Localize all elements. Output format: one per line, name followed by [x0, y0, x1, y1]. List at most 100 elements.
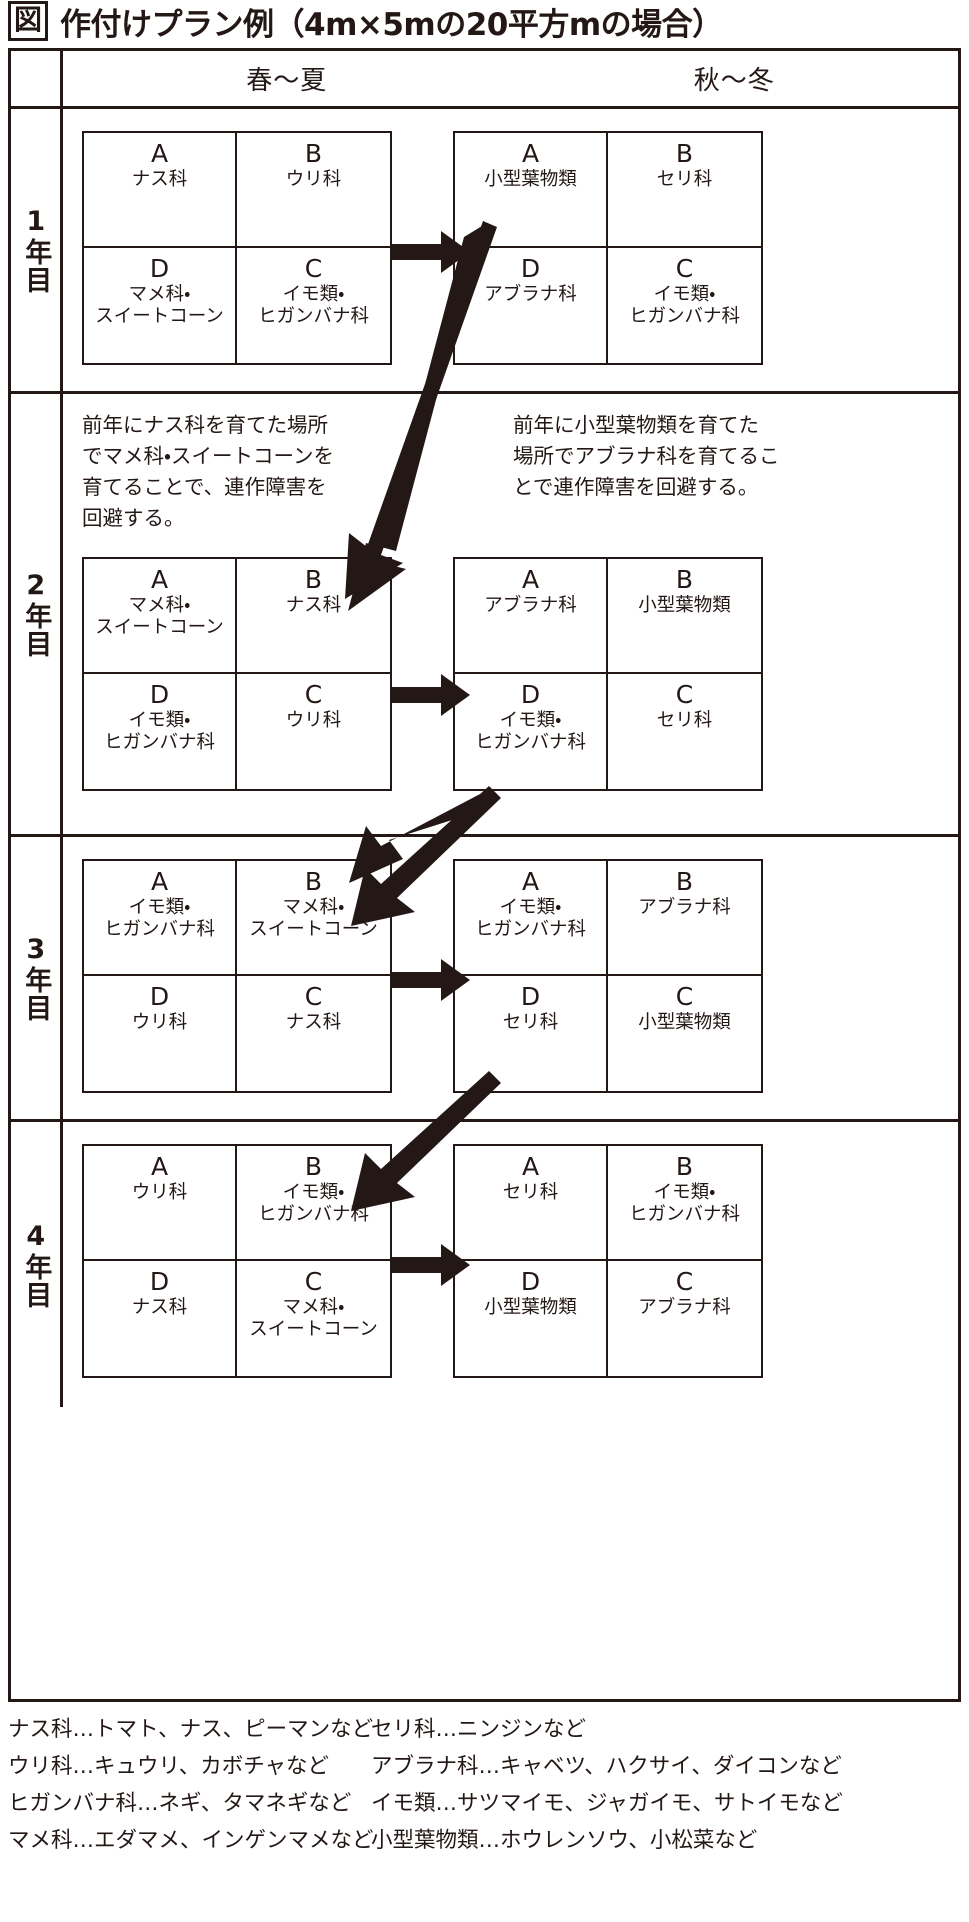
figure-title-row: 図 作付けプラン例（4m×5mの20平方mの場合） — [0, 0, 969, 44]
year-row-2: 2年目 前年にナス科を育てた場所 でマメ科・スイートコーンを 育てることで、連作… — [11, 394, 958, 837]
column-header-autumn-winter: 秋〜冬 — [693, 66, 775, 96]
plot-cell: C アブラナ科 — [608, 1261, 761, 1376]
plot-letter: C — [675, 982, 694, 1011]
note-line: 回避する。 — [82, 506, 185, 531]
legend-item: ヒガンバナ科…ネギ、タマネギなど — [8, 1790, 352, 1816]
plot-crop: ウリ科 — [285, 169, 342, 190]
plot-cell: D ナス科 — [84, 1261, 237, 1376]
plot-cell: A ウリ科 — [84, 1146, 237, 1261]
plot-cell: A マメ科・ スイートコーン — [84, 558, 237, 674]
plot-cell: B 小型葉物類 — [608, 559, 761, 674]
plot-cell: A アブラナ科 — [455, 558, 608, 674]
plot-cell: B アブラナ科 — [608, 861, 761, 976]
plot-crop: イモ類・ ヒガンバナ科 — [257, 284, 369, 328]
plot-crop: アブラナ科 — [484, 594, 577, 616]
year-label-3: 3年目 — [11, 837, 63, 1119]
plot-crop: セリ科 — [656, 169, 713, 190]
plot-pair-2: A マメ科・ スイートコーン B ナス科 D イモ類・ ヒガンバナ科 C ウリ科 — [63, 535, 958, 791]
plot-cell: D イモ類・ ヒガンバナ科 — [455, 673, 608, 789]
plot-crop: 小型葉物類 — [484, 1297, 577, 1318]
plot-cell: A イモ類・ ヒガンバナ科 — [455, 861, 608, 976]
legend-item: セリ科…ニンジンなど — [371, 1717, 587, 1742]
plot-letter: B — [304, 139, 323, 168]
plot-crop: イモ類・ ヒガンバナ科 — [103, 897, 215, 941]
plot-crop: マメ科・ スイートコーン — [95, 284, 224, 328]
plot-crop: イモ類・ ヒガンバナ科 — [474, 709, 586, 753]
plot-letter: D — [520, 254, 541, 283]
plot-crop: イモ類・ ヒガンバナ科 — [474, 897, 586, 941]
plot-letter: B — [675, 867, 694, 896]
plot-crop: イモ類・ ヒガンバナ科 — [103, 709, 215, 753]
table-header-row: 春〜夏 秋〜冬 — [11, 51, 958, 109]
note-line: 育てることで、連作障害を — [82, 475, 327, 500]
page-title: 作付けプラン例（4m×5mの20平方mの場合） — [60, 6, 723, 43]
plot-pair-1: A ナス科 B ウリ科 D マメ科・ スイートコーン C イモ類・ ヒガンバナ科 — [63, 109, 958, 365]
note-line: とで連作障害を回避する。 — [513, 475, 759, 500]
plot-cell: B マメ科・ スイートコーン — [237, 861, 390, 976]
plot-letter: A — [521, 139, 540, 168]
plot-grid-year1-autumn-winter: A 小型葉物類 B セリ科 D アブラナ科 C イモ類・ ヒガンバナ科 — [453, 131, 763, 365]
plot-crop: イモ類・ ヒガンバナ科 — [257, 1182, 369, 1226]
plot-cell: C マメ科・ スイートコーン — [237, 1261, 390, 1376]
year-label-2: 2年目 — [11, 394, 63, 834]
plot-crop: 小型葉物類 — [638, 1012, 731, 1033]
legend-item: ナス科…トマト、ナス、ピーマンなど — [8, 1717, 374, 1742]
year-label-1: 1年目 — [11, 109, 63, 391]
plot-letter: A — [150, 564, 169, 594]
plot-letter: B — [304, 564, 323, 594]
plot-pair-4: A ウリ科 B イモ類・ ヒガンバナ科 D ナス科 C マメ科・ スイートコーン — [63, 1122, 958, 1378]
plot-crop: ナス科 — [131, 169, 188, 190]
year2-notes: 前年にナス科を育てた場所 でマメ科・スイートコーンを 育てることで、連作障害を … — [63, 394, 958, 535]
plot-letter: A — [521, 1152, 540, 1181]
legend-item: ウリ科…キュウリ、カボチャなど — [8, 1753, 329, 1779]
column-header-spring-summer: 春〜夏 — [246, 66, 328, 96]
plot-cell: D セリ科 — [455, 976, 608, 1091]
plot-crop: マメ科・ スイートコーン — [249, 1297, 378, 1341]
plot-crop: 小型葉物類 — [638, 594, 731, 616]
year-body-1: A ナス科 B ウリ科 D マメ科・ スイートコーン C イモ類・ ヒガンバナ科 — [63, 109, 958, 391]
plot-cell: D アブラナ科 — [455, 248, 608, 363]
plot-letter: C — [304, 982, 323, 1011]
legend-column-right: セリ科…ニンジンなど アブラナ科…キャベツ、ハクサイ、ダイコンなど イモ類…サツ… — [371, 1712, 961, 1860]
note-line: でマメ科・スイートコーンを — [82, 444, 334, 469]
plot-cell: B ウリ科 — [237, 133, 390, 248]
plot-letter: C — [675, 1267, 694, 1296]
plot-crop: セリ科 — [502, 1012, 559, 1033]
year-row-3: 3年目 A イモ類・ ヒガンバナ科 B マメ科・ スイートコーン D ウリ科 — [11, 837, 958, 1122]
plot-letter: B — [304, 867, 323, 896]
legend-column-left: ナス科…トマト、ナス、ピーマンなど ウリ科…キュウリ、カボチャなど ヒガンバナ科… — [8, 1712, 374, 1860]
plot-cell: D イモ類・ ヒガンバナ科 — [84, 673, 237, 789]
plot-letter: B — [675, 564, 694, 594]
plot-cell: D ウリ科 — [84, 976, 237, 1091]
header-corner-cell — [11, 51, 63, 106]
plot-crop: イモ類・ ヒガンバナ科 — [628, 1182, 740, 1226]
note-line: 前年に小型葉物類を育てた — [513, 413, 759, 437]
plot-crop: イモ類・ ヒガンバナ科 — [628, 284, 740, 328]
plot-letter: D — [520, 982, 541, 1011]
note-line: 場所でアブラナ科を育てるこ — [513, 444, 780, 469]
plot-crop: ナス科 — [131, 1297, 188, 1318]
plot-crop: マメ科・ スイートコーン — [249, 897, 378, 941]
plot-cell: D 小型葉物類 — [455, 1261, 608, 1376]
plot-crop: マメ科・ スイートコーン — [95, 594, 224, 638]
plot-letter: C — [304, 254, 323, 283]
plot-letter: A — [150, 1152, 169, 1181]
plot-crop: ナス科 — [285, 1012, 342, 1033]
year-body-2: 前年にナス科を育てた場所 でマメ科・スイートコーンを 育てることで、連作障害を … — [63, 394, 958, 834]
plot-grid-year1-spring-summer: A ナス科 B ウリ科 D マメ科・ スイートコーン C イモ類・ ヒガンバナ科 — [82, 131, 392, 365]
year-label-4: 4年目 — [11, 1122, 63, 1407]
plot-grid-year2-autumn-winter: A アブラナ科 B 小型葉物類 D イモ類・ ヒガンバナ科 C セリ科 — [453, 556, 763, 791]
legend-item: アブラナ科…キャベツ、ハクサイ、ダイコンなど — [371, 1753, 842, 1779]
plot-grid-year3-autumn-winter: A イモ類・ ヒガンバナ科 B アブラナ科 D セリ科 C 小型葉物類 — [453, 859, 763, 1093]
plot-cell: C イモ類・ ヒガンバナ科 — [608, 248, 761, 363]
plot-cell: A セリ科 — [455, 1146, 608, 1261]
plot-letter: C — [675, 254, 694, 283]
plot-cell: D マメ科・ スイートコーン — [84, 248, 237, 363]
plot-crop: ウリ科 — [131, 1012, 188, 1033]
year-row-4: 4年目 A ウリ科 B イモ類・ ヒガンバナ科 D ナス科 — [11, 1122, 958, 1407]
plot-letter: D — [149, 254, 170, 283]
plot-cell: B セリ科 — [608, 133, 761, 248]
plot-crop: 小型葉物類 — [484, 169, 577, 190]
year-body-3: A イモ類・ ヒガンバナ科 B マメ科・ スイートコーン D ウリ科 C ナス科 — [63, 837, 958, 1119]
plot-letter: A — [150, 867, 169, 896]
